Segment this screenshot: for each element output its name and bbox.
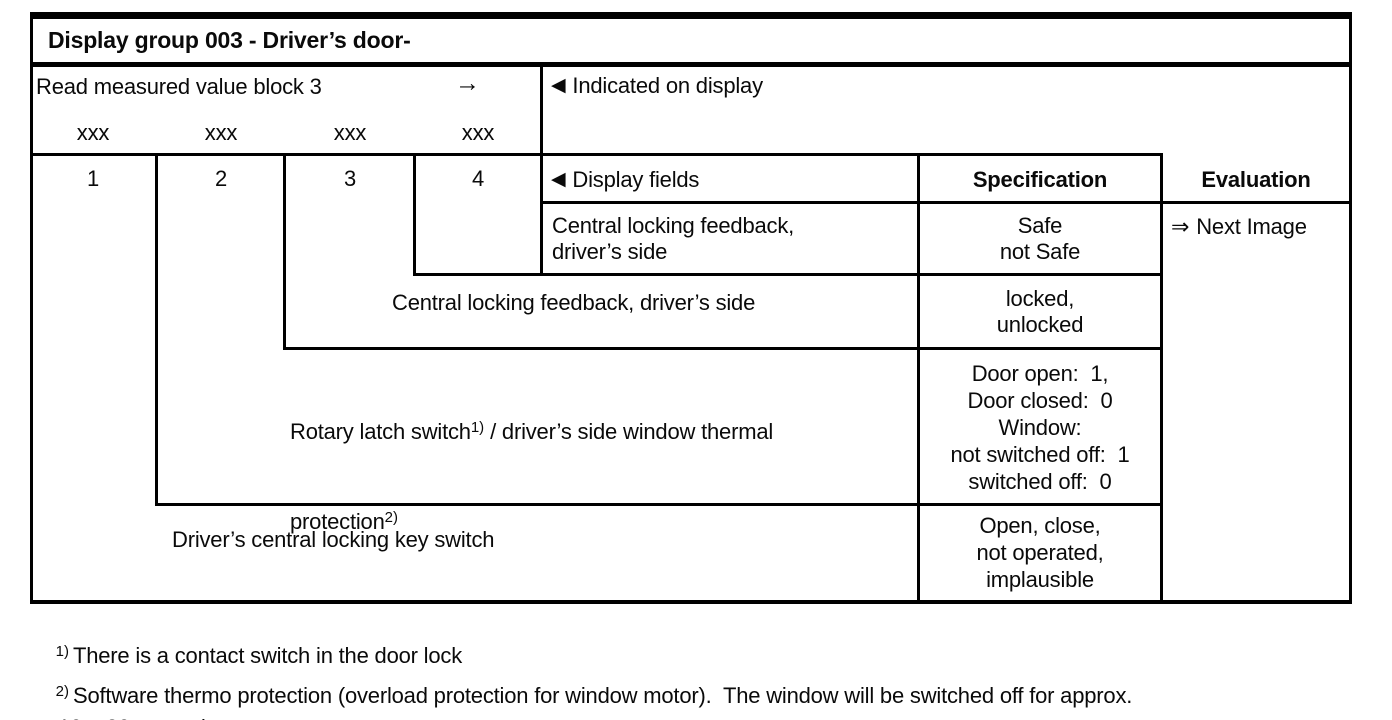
row-divider-line <box>283 347 1163 350</box>
header-top-line <box>30 153 1163 156</box>
row-label-line: protection2) <box>290 509 398 534</box>
display-field-number: 2 <box>214 166 228 191</box>
measured-value: xxx <box>461 120 495 145</box>
footnote-ref-1: 1) <box>470 419 485 436</box>
left-triangle-icon: ◀ <box>551 75 566 96</box>
title-divider-line <box>30 62 1352 67</box>
row-divider-line <box>413 273 1163 276</box>
footnote-ref-2: 2) <box>384 509 398 526</box>
table-left-border <box>30 12 33 604</box>
evaluation-header: Evaluation <box>1201 167 1311 192</box>
footnote-marker: 2) <box>55 683 69 700</box>
measured-value: xxx <box>76 120 110 145</box>
page-title: Display group 003 - Driver’s door- <box>48 27 411 53</box>
row-specification: Open, close, not operated, implausible <box>976 513 1104 592</box>
footnote-text: There is a contact switch in the door lo… <box>73 643 463 668</box>
column-line <box>155 153 158 506</box>
row-divider-line <box>155 503 1163 506</box>
measured-value: xxx <box>333 120 367 145</box>
right-arrow-icon: → <box>455 69 480 97</box>
column-line <box>413 153 416 276</box>
header-bottom-line <box>540 201 1352 204</box>
display-fields-label: Display fields <box>572 167 700 192</box>
footnote-2: 2)Software thermo protection (overload p… <box>32 652 1392 720</box>
footnote-text: Software thermo protection (overload pro… <box>58 683 1133 720</box>
evaluation-column-line <box>1160 153 1163 603</box>
row-label: Central locking feedback, driver’s side <box>392 290 756 315</box>
measured-value: xxx <box>204 120 238 145</box>
footnote-marker: 1) <box>55 643 69 660</box>
next-image-label: Next Image <box>1196 214 1307 239</box>
row-specification: Safe not Safe <box>999 213 1081 264</box>
row-specification: Door open: 1, Door closed: 0 Window: not… <box>950 361 1130 494</box>
table-top-border <box>30 12 1352 19</box>
indicated-on-display-label: Indicated on display <box>572 73 763 98</box>
display-field-number: 4 <box>471 166 485 191</box>
display-field-number: 1 <box>86 166 100 191</box>
display-field-number: 3 <box>343 166 357 191</box>
table-bottom-border <box>30 600 1352 604</box>
specification-header: Specification <box>972 167 1108 192</box>
row-label: Driver’s central locking key switch <box>172 527 495 552</box>
row-label-line: Rotary latch switch1) / driver’s side wi… <box>290 419 774 444</box>
indicated-on-display-callout: ◀ Indicated on display <box>551 73 763 99</box>
left-triangle-icon: ◀ <box>551 169 566 190</box>
column-line <box>283 153 286 350</box>
display-fields-callout: ◀ Display fields <box>551 167 699 193</box>
evaluation-note: ⇒ Next Image <box>1171 214 1307 240</box>
column-line <box>540 62 543 276</box>
next-image-arrow-icon: ⇒ <box>1171 214 1190 239</box>
read-block-label: Read measured value block 3 <box>36 74 322 99</box>
footnote-1: 1)There is a contact switch in the door … <box>32 617 1388 698</box>
row-label: Central locking feedback, driver’s side <box>552 213 795 264</box>
specification-column-line <box>917 153 920 603</box>
row-label: Rotary latch switch1) / driver’s side wi… <box>290 359 773 597</box>
table-right-border <box>1349 12 1352 604</box>
row-specification: locked, unlocked <box>996 286 1084 337</box>
